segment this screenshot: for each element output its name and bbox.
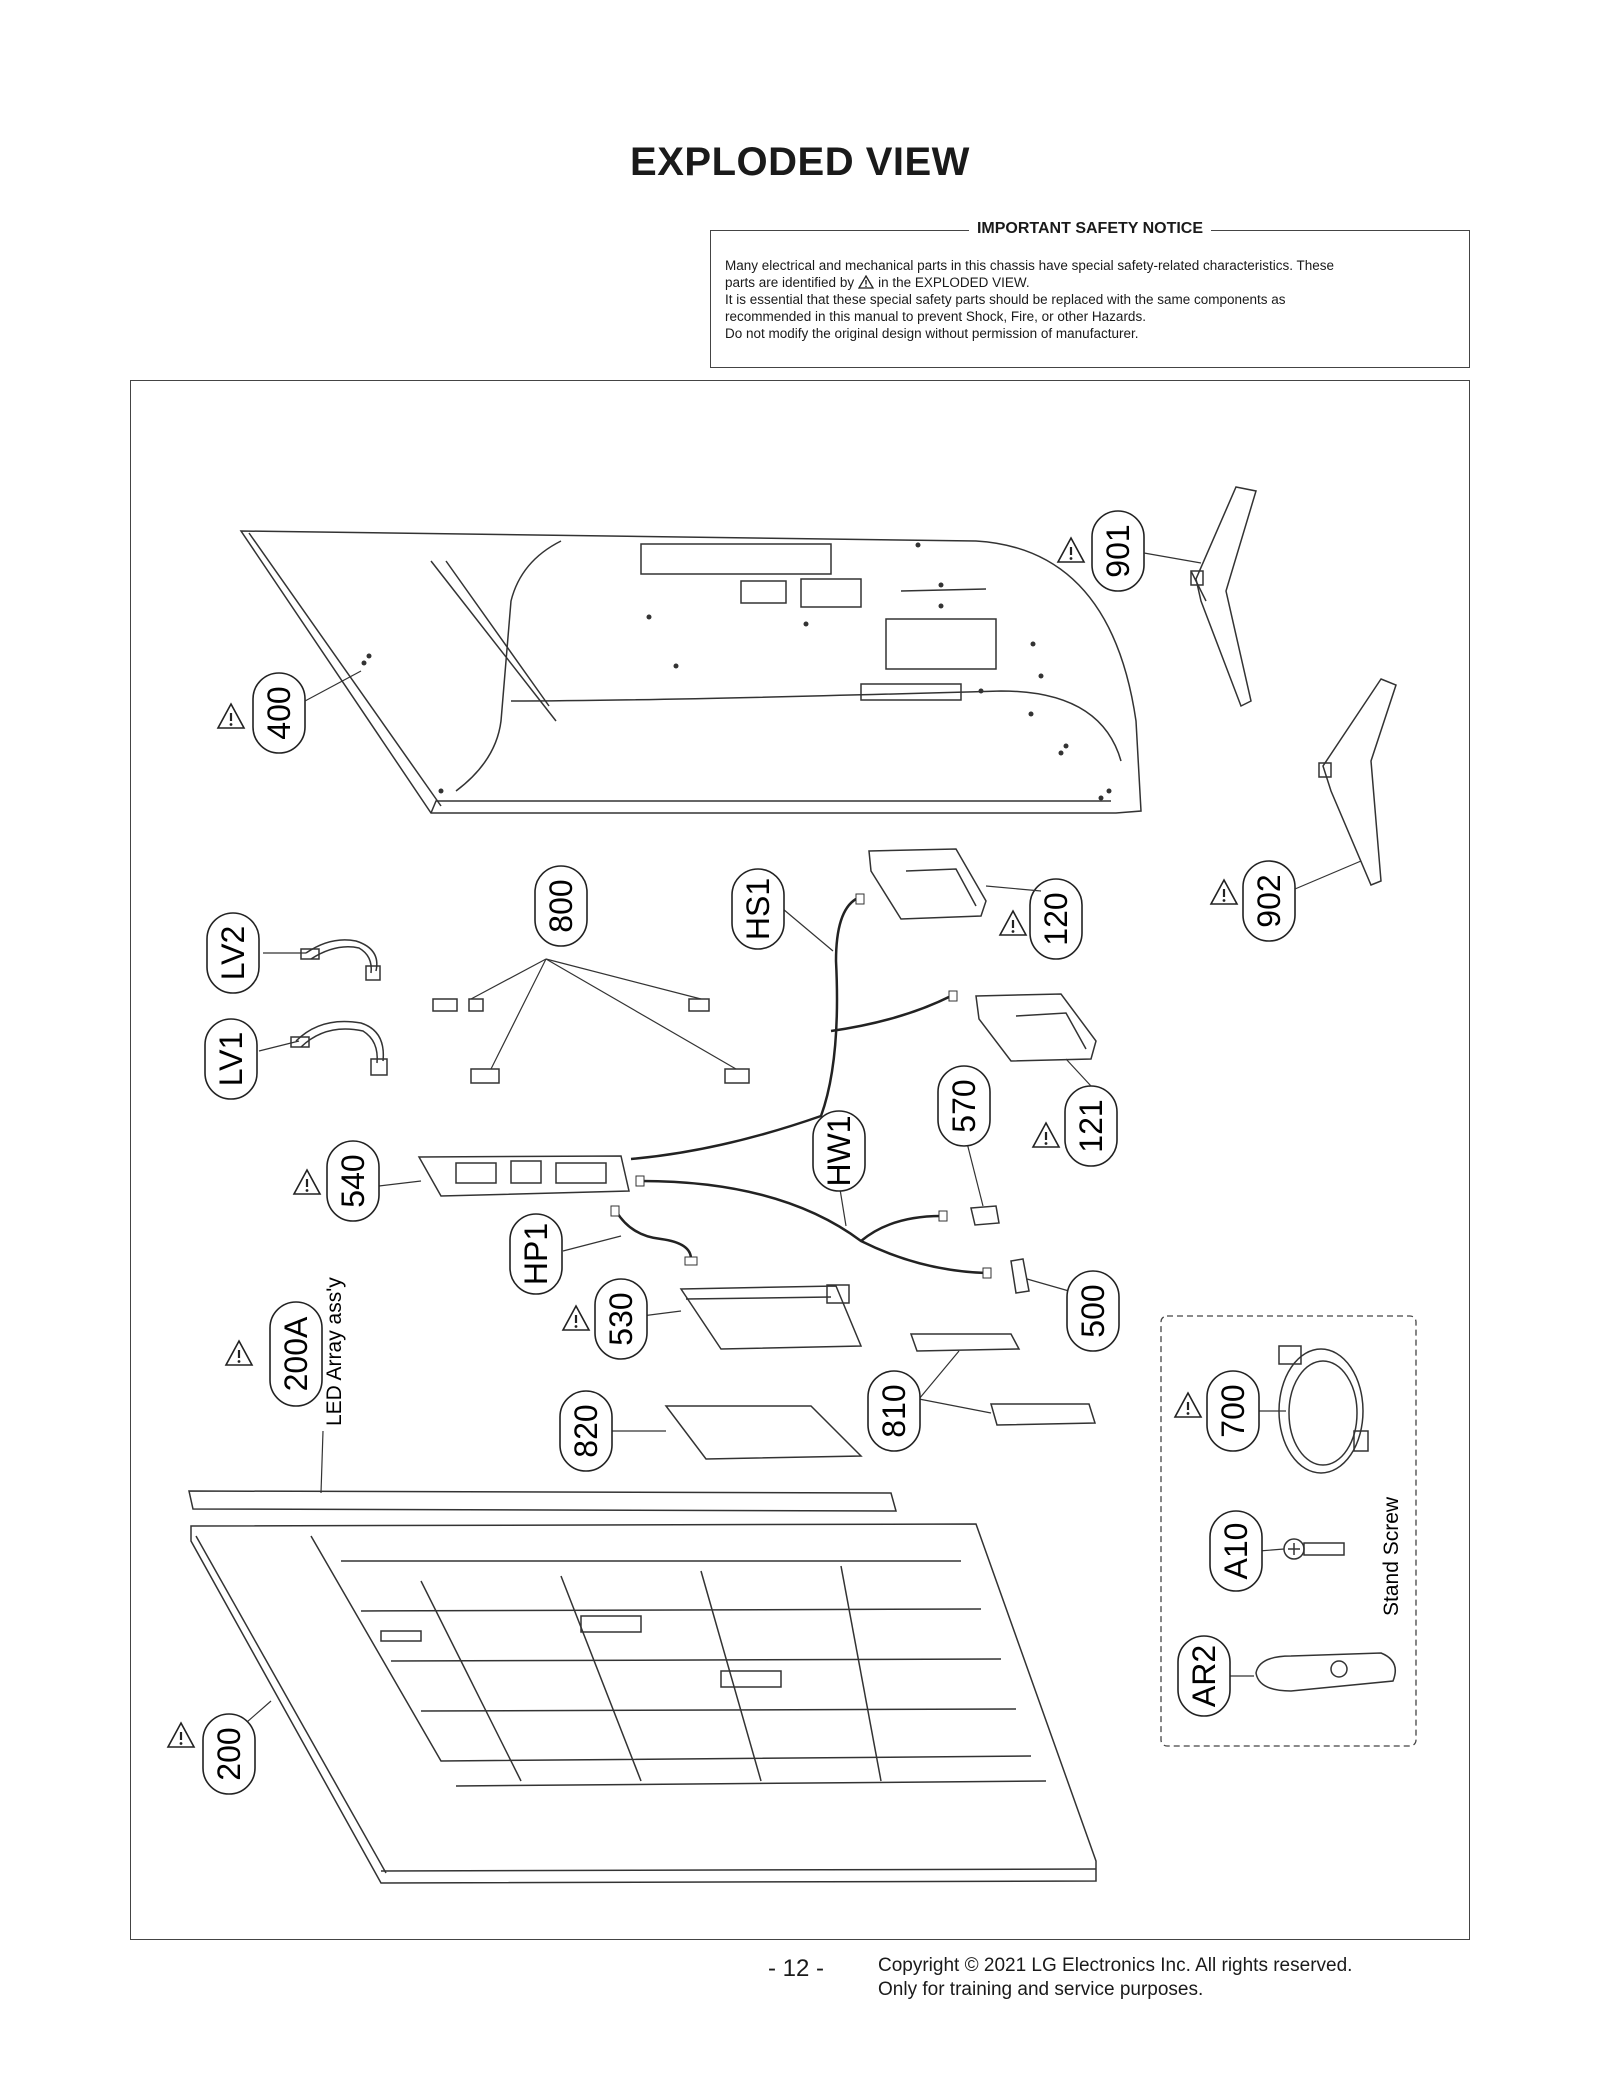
callout-lv2: LV2 bbox=[206, 912, 260, 994]
warning-icon-700 bbox=[1173, 1391, 1203, 1419]
callout-902: 902 bbox=[1242, 860, 1296, 942]
power-cord-700-part bbox=[1278, 1345, 1369, 1474]
part-number-120: 120 bbox=[1038, 892, 1074, 945]
bracket-800-part bbox=[432, 998, 750, 1084]
part-number-800: 800 bbox=[543, 879, 579, 932]
callout-400: 400 bbox=[252, 672, 306, 754]
warning-icon-200a bbox=[224, 1339, 254, 1367]
part-number-hp1: HP1 bbox=[518, 1223, 554, 1285]
accessory-box bbox=[1160, 1315, 1417, 1747]
part-number-ar2: AR2 bbox=[1186, 1645, 1222, 1707]
part-number-400: 400 bbox=[261, 686, 297, 739]
power-board-530-part bbox=[679, 1284, 863, 1350]
callout-901: 901 bbox=[1091, 510, 1145, 592]
notice-line-2b: in the EXPLODED VIEW. bbox=[878, 275, 1030, 290]
panel-200-part bbox=[190, 1523, 1097, 1884]
remote-ar2-part bbox=[1255, 1652, 1396, 1692]
stand-902-part bbox=[1318, 678, 1397, 886]
notice-body: Many electrical and mechanical parts in … bbox=[725, 257, 1455, 342]
warning-icon-400 bbox=[216, 702, 246, 730]
callout-hs1: HS1 bbox=[731, 868, 785, 950]
warning-icon-540 bbox=[292, 1168, 322, 1196]
callout-121: 121 bbox=[1064, 1085, 1118, 1167]
led-array-bar-part bbox=[188, 1490, 897, 1512]
notice-line-5: Do not modify the original design withou… bbox=[725, 326, 1139, 341]
warning-icon-200 bbox=[166, 1721, 196, 1749]
callout-200a: 200A bbox=[269, 1301, 323, 1407]
notice-line-2a: parts are identified by bbox=[725, 275, 855, 290]
exploded-view-frame: 901 902 400 120 121 HS1 800 LV2 LV1 bbox=[130, 380, 1470, 1940]
cable-lv2-part bbox=[300, 939, 381, 981]
notice-line-4: recommended in this manual to prevent Sh… bbox=[725, 309, 1146, 324]
callout-a10: A10 bbox=[1209, 1510, 1263, 1592]
callout-500: 500 bbox=[1066, 1270, 1120, 1352]
part-number-200a: 200A bbox=[278, 1316, 314, 1391]
stand-screw-label: Stand Screw bbox=[1380, 1496, 1403, 1616]
warning-icon-530 bbox=[561, 1304, 591, 1332]
warning-icon-120 bbox=[998, 909, 1028, 937]
warning-icon-121 bbox=[1031, 1121, 1061, 1149]
callout-ar2: AR2 bbox=[1177, 1635, 1231, 1717]
part-number-500: 500 bbox=[1075, 1284, 1111, 1337]
back-cover-holes bbox=[361, 542, 1112, 801]
board-810-part bbox=[909, 1333, 1097, 1426]
part-number-121: 121 bbox=[1073, 1099, 1109, 1152]
page-title: EXPLODED VIEW bbox=[630, 140, 970, 184]
module-121-part bbox=[975, 993, 1097, 1062]
callout-530: 530 bbox=[594, 1278, 648, 1360]
part-number-700: 700 bbox=[1215, 1384, 1251, 1437]
callout-540: 540 bbox=[326, 1140, 380, 1222]
safety-notice-box: IMPORTANT SAFETY NOTICE Many electrical … bbox=[710, 220, 1470, 368]
copyright-block: Copyright © 2021 LG Electronics Inc. All… bbox=[878, 1954, 1352, 2002]
part-number-hs1: HS1 bbox=[740, 878, 776, 940]
part-number-200: 200 bbox=[211, 1727, 247, 1780]
led-array-label: LED Array ass'y bbox=[323, 1277, 346, 1426]
board-500-part bbox=[1010, 1258, 1030, 1294]
part-number-lv2: LV2 bbox=[215, 926, 251, 981]
notice-line-3: It is essential that these special safet… bbox=[725, 292, 1286, 307]
board-570-part bbox=[970, 1205, 1000, 1226]
warning-icon-901 bbox=[1056, 536, 1086, 564]
part-number-lv1: LV1 bbox=[213, 1032, 249, 1087]
part-number-hw1: HW1 bbox=[821, 1115, 857, 1186]
notice-line-1: Many electrical and mechanical parts in … bbox=[725, 258, 1335, 273]
harness-hs1 bbox=[630, 897, 857, 1161]
callout-820: 820 bbox=[559, 1390, 613, 1472]
stand-901-part bbox=[1190, 486, 1257, 708]
callout-700: 700 bbox=[1206, 1370, 1260, 1452]
module-120-part bbox=[868, 848, 987, 920]
notice-heading: IMPORTANT SAFETY NOTICE bbox=[968, 220, 1212, 237]
exploded-view-diagram: 901 902 400 120 121 HS1 800 LV2 LV1 bbox=[166, 486, 1417, 1884]
warning-icon-902 bbox=[1209, 878, 1239, 906]
callout-810: 810 bbox=[867, 1370, 921, 1452]
part-number-570: 570 bbox=[946, 1079, 982, 1132]
callout-570: 570 bbox=[937, 1065, 991, 1147]
harness-hw1 bbox=[640, 1179, 987, 1275]
callout-hw1: HW1 bbox=[812, 1110, 866, 1192]
part-number-a10: A10 bbox=[1218, 1523, 1254, 1580]
part-number-902: 902 bbox=[1251, 874, 1287, 927]
screw-a10-part bbox=[1283, 1538, 1345, 1560]
training-text: Only for training and service purposes. bbox=[878, 1979, 1204, 2000]
sheet-820-part bbox=[664, 1405, 863, 1460]
warning-icon bbox=[858, 275, 875, 289]
callout-hp1: HP1 bbox=[509, 1213, 563, 1295]
main-board-540-part bbox=[417, 1155, 630, 1197]
page-number: - 12 - bbox=[768, 1955, 825, 1982]
copyright-text: Copyright © 2021 LG Electronics Inc. All… bbox=[878, 1955, 1353, 1976]
part-number-810: 810 bbox=[876, 1384, 912, 1437]
back-cover-part bbox=[239, 530, 1142, 814]
callout-lv1: LV1 bbox=[204, 1018, 258, 1100]
callout-120: 120 bbox=[1029, 878, 1083, 960]
callout-200: 200 bbox=[202, 1713, 256, 1795]
part-number-901: 901 bbox=[1100, 524, 1136, 577]
callout-800: 800 bbox=[534, 865, 588, 947]
cable-lv1-part bbox=[290, 1020, 388, 1076]
part-number-540: 540 bbox=[335, 1154, 371, 1207]
harness-hp1 bbox=[614, 1210, 693, 1260]
part-number-820: 820 bbox=[568, 1404, 604, 1457]
part-number-530: 530 bbox=[603, 1292, 639, 1345]
